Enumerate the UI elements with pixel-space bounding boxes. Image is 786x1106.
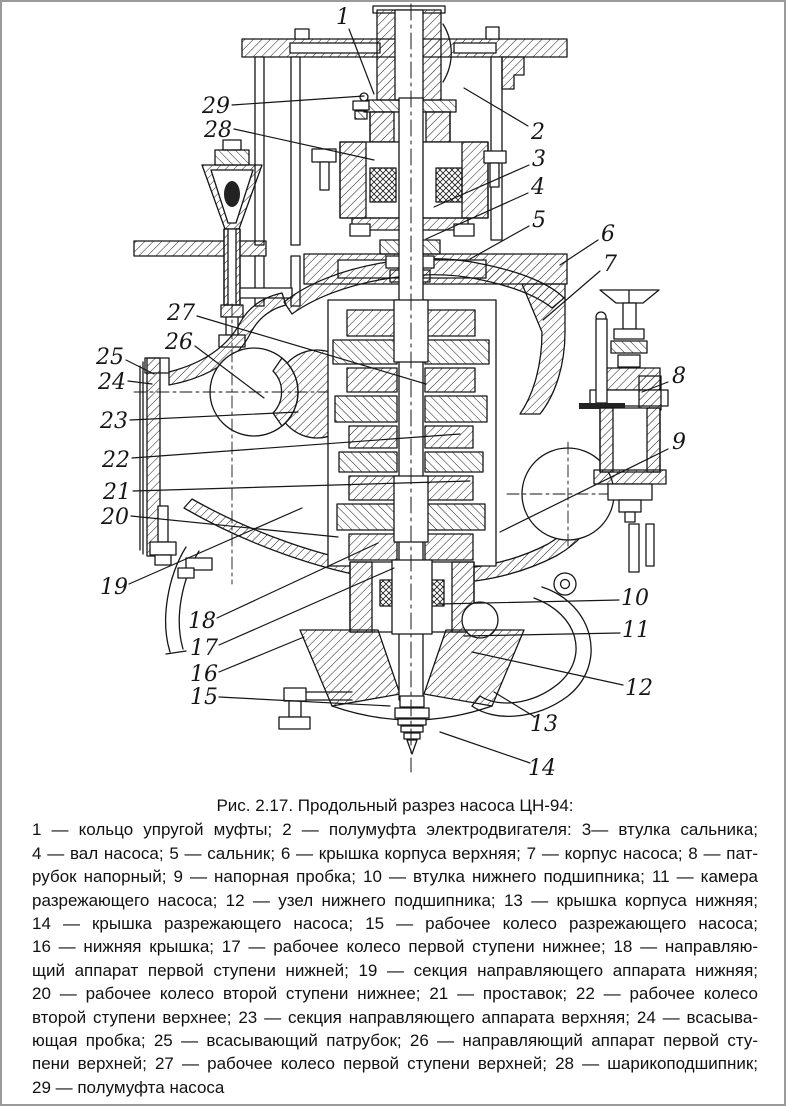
callout-number-27: 27	[166, 301, 195, 326]
legend-line: 14 — крышка разрежающего насоса; 15 — ра…	[32, 914, 758, 934]
callout-leader-20	[130, 515, 339, 538]
callout-leader-16	[218, 636, 305, 673]
callout-number-26: 26	[164, 330, 193, 355]
callout-layer: 1234567891011121314151617181920212223242…	[95, 5, 686, 781]
callout-number-25: 25	[95, 345, 124, 370]
callout-leader-23	[129, 411, 299, 421]
discharge-valve	[579, 289, 669, 409]
callout-leader-29	[231, 95, 365, 106]
callout-number-9: 9	[672, 430, 686, 455]
motor-coupling	[363, 5, 457, 113]
callout-number-20: 20	[100, 505, 129, 530]
callout-number-21: 21	[102, 480, 131, 505]
callout-number-6: 6	[601, 222, 615, 247]
suction-flange	[139, 357, 177, 566]
discharge-branch-pipe	[553, 375, 667, 596]
callout-leader-5	[469, 225, 530, 260]
left-hose	[165, 546, 213, 655]
legend-line: ющая пробка; 25 — всасывающий патрубок; …	[32, 1031, 758, 1051]
caption-title: Рис. 2.17. Продольный разрез насоса ЦН-9…	[216, 796, 574, 815]
callout-leader-17	[218, 567, 395, 646]
callout-leader-27	[196, 315, 427, 385]
legend-line: 1 — кольцо упругой муфты; 2 — полумуфта …	[32, 820, 758, 840]
callout-leader-21	[132, 480, 471, 492]
legend-line: пени верхней; 27 — рабочее колесо первой…	[32, 1054, 758, 1074]
callout-leader-28	[233, 128, 375, 161]
bottom-cover	[299, 629, 525, 721]
callout-number-15: 15	[190, 685, 218, 710]
callout-leader-14	[439, 731, 531, 764]
callout-number-16: 16	[190, 662, 218, 687]
callout-number-7: 7	[603, 252, 617, 277]
callout-leader-18	[216, 542, 379, 619]
legend-line: разрежающего насоса; 12 — узел нижнего п…	[32, 890, 758, 910]
callout-leader-8	[641, 381, 669, 393]
callout-number-4: 4	[530, 175, 545, 200]
callout-number-1: 1	[336, 5, 350, 30]
caption-legend: 1 — кольцо упругой муфты; 2 — полумуфта …	[32, 818, 758, 1099]
callout-leader-9	[499, 448, 669, 533]
callout-number-12: 12	[625, 676, 653, 701]
callout-number-28: 28	[203, 118, 232, 143]
callout-leader-2	[463, 87, 529, 127]
callout-leader-7	[542, 270, 601, 321]
callout-leader-22	[131, 433, 461, 459]
pump-cross-section-drawing: 1234567891011121314151617181920212223242…	[95, 3, 686, 781]
legend-line: 16 — нижняя крышка; 17 — рабочее колесо …	[32, 937, 758, 957]
bottom-drain-fitting	[278, 687, 353, 730]
callout-leader-4	[425, 192, 529, 240]
callout-leader-19	[128, 507, 303, 585]
callout-number-22: 22	[101, 448, 130, 473]
callout-number-11: 11	[622, 618, 650, 643]
legend-line: щий аппарат первой ступени нижней; 19 — …	[32, 960, 758, 980]
legend-line: 20 — рабочее колесо второй ступени нижне…	[32, 984, 758, 1004]
legend-line: рубок напорный; 9 — напорная пробка; 10 …	[32, 867, 758, 887]
callout-leader-25	[125, 359, 155, 375]
callout-leader-10	[438, 599, 620, 605]
callout-number-29: 29	[201, 94, 230, 119]
callout-leader-26	[194, 345, 265, 399]
callout-number-24: 24	[97, 370, 126, 395]
callout-leader-11	[463, 632, 621, 637]
callout-number-23: 23	[99, 409, 128, 434]
right-hose	[471, 586, 592, 717]
legend-line: 29 — полумуфта насоса	[32, 1077, 225, 1097]
callout-number-17: 17	[190, 636, 218, 661]
callout-number-10: 10	[621, 586, 649, 611]
callout-leader-15	[218, 696, 391, 707]
figure-caption: Рис. 2.17. Продольный разрез насоса ЦН-9…	[32, 794, 758, 1099]
callout-leader-13	[493, 691, 536, 718]
callout-leader-24	[127, 380, 153, 385]
callout-leader-6	[559, 239, 599, 266]
callout-number-5: 5	[532, 208, 546, 233]
callout-number-2: 2	[530, 120, 545, 145]
legend-line: второй ступени верхнее; 23 — секция напр…	[32, 1007, 758, 1027]
callout-number-3: 3	[532, 147, 546, 172]
callout-number-18: 18	[188, 609, 216, 634]
legend-line: 4 — вал насоса; 5 — сальник; 6 — крышка …	[32, 843, 758, 863]
callout-number-14: 14	[528, 756, 556, 781]
callout-number-13: 13	[530, 712, 558, 737]
callout-number-19: 19	[100, 575, 128, 600]
callout-number-8: 8	[672, 364, 686, 389]
callout-leader-3	[433, 164, 530, 208]
pump-shaft	[391, 97, 433, 755]
callout-leader-1	[348, 28, 375, 95]
callout-leader-12	[471, 651, 624, 686]
